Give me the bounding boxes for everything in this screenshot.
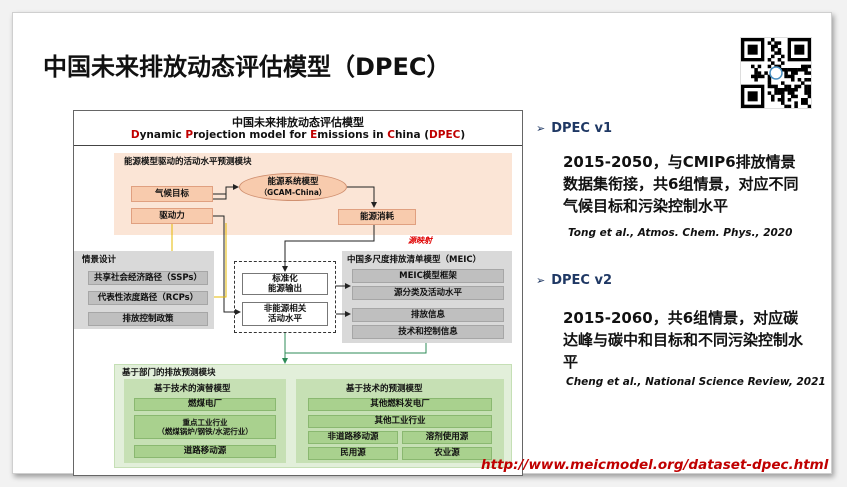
nonroad-mobile-box: 非道路移动源 [308, 431, 398, 444]
source-mapping-label: 源映射 [408, 236, 432, 245]
v1-citation: Tong et al., Atmos. Chem. Phys., 2020 [568, 227, 793, 239]
title-divider [74, 145, 522, 146]
flow-arrows [171, 184, 427, 364]
heavy-industry-box: 重点工业行业 （燃煤锅炉/钢铁/水泥行业） [134, 415, 276, 439]
title-en-part: DPEC [429, 129, 461, 141]
residential-box: 民用源 [308, 447, 398, 460]
arrow-green-link [284, 333, 427, 354]
source-class-box: 源分类及活动水平 [352, 286, 504, 300]
tech-evolution-label: 基于技术的演替模型 [154, 384, 231, 394]
v2-description: 2015-2060，共6组情景，对应碳达峰与碳中和目标和不同污染控制水平 [563, 309, 804, 371]
dataset-link[interactable]: http://www.meicmodel.org/dataset-dpec.ht… [481, 457, 829, 473]
title-en-part: rojection model for [193, 129, 311, 141]
title-en-part: ) [460, 129, 466, 141]
rcps-box: 代表性浓度路径（RCPs） [88, 291, 208, 305]
diagram-title-cn: 中国未来排放动态评估模型 [232, 116, 364, 129]
arrow-yellow-2 [214, 223, 227, 298]
tech-control-box: 技术和控制信息 [352, 325, 504, 339]
title-en-part: missions in [317, 129, 388, 141]
meic-label: 中国多尺度排放清单模型（MEIC） [347, 255, 482, 265]
coal-power-box: 燃煤电厂 [134, 398, 276, 411]
tech-forecast-label: 基于技术的预测模型 [346, 384, 423, 394]
v2-heading: ➢ DPEC v2 [536, 273, 612, 288]
dpec-diagram: 中国未来排放动态评估模型 Dynamic Projection model fo… [73, 110, 523, 476]
title-en-part: P [185, 129, 194, 141]
arrow-consumption-to-standardize [282, 225, 375, 272]
arrow-driving-to-nonenergy [213, 215, 241, 315]
diagram-title-en: Dynamic Projection model for Emissions i… [74, 129, 522, 141]
road-mobile-box: 道路移动源 [134, 445, 276, 458]
qr-code-icon [740, 37, 812, 109]
arrow-bullet-icon: ➢ [536, 274, 546, 287]
control-policy-box: 排放控制政策 [88, 312, 208, 326]
arrow-bullet-icon: ➢ [536, 122, 546, 135]
other-fuel-power-box: 其他燃料发电厂 [308, 398, 492, 411]
scenario-label: 情景设计 [82, 255, 117, 265]
sector-module-label: 基于部门的排放预测模块 [122, 368, 216, 378]
title-en-part: E [310, 129, 318, 141]
slide: 中国未来排放动态评估模型（DPEC） 中国未来排放动态评估模型 Dynamic … [12, 12, 832, 476]
energy-consumption-box: 能源消耗 [338, 209, 416, 225]
title-en-part: hina ( [394, 129, 430, 141]
other-industry-box: 其他工业行业 [308, 415, 492, 428]
climate-target-box: 气候目标 [131, 186, 213, 202]
non-energy-box: 非能源相关 活动水平 [242, 302, 328, 326]
slide-title: 中国未来排放动态评估模型（DPEC） [43, 53, 451, 81]
arrow-gcam-to-consumption [347, 186, 377, 208]
meic-framework-box: MEIC模型框架 [352, 269, 504, 283]
energy-system-model-ellipse: 能源系统模型 （GCAM-China） [239, 173, 347, 201]
arrow-inputs-to-gcam [213, 184, 239, 200]
title-en-part: C [387, 129, 395, 141]
driving-force-box: 驱动力 [131, 208, 213, 224]
agriculture-box: 农业源 [402, 447, 492, 460]
v1-heading: ➢ DPEC v1 [536, 121, 612, 136]
v1-heading-text: DPEC v1 [551, 121, 613, 136]
v1-description: 2015-2050，与CMIP6排放情景数据集衔接，共6组情景，对应不同气候目标… [563, 153, 799, 215]
energy-module-label: 能源模型驱动的活动水平预测模块 [124, 157, 252, 167]
v2-citation: Cheng et al., National Science Review, 2… [566, 376, 826, 388]
gcam-label: （GCAM-China） [259, 187, 327, 197]
ssps-box: 共享社会经济路径（SSPs） [88, 271, 208, 285]
energy-system-model-label: 能源系统模型 [267, 177, 319, 188]
standardize-box: 标准化 能源输出 [242, 273, 328, 295]
emission-info-box: 排放信息 [352, 308, 504, 322]
v2-heading-text: DPEC v2 [551, 273, 613, 288]
title-en-part: D [130, 129, 140, 141]
title-en-part: ynamic [139, 129, 186, 141]
solvent-box: 溶剂使用源 [402, 431, 492, 444]
